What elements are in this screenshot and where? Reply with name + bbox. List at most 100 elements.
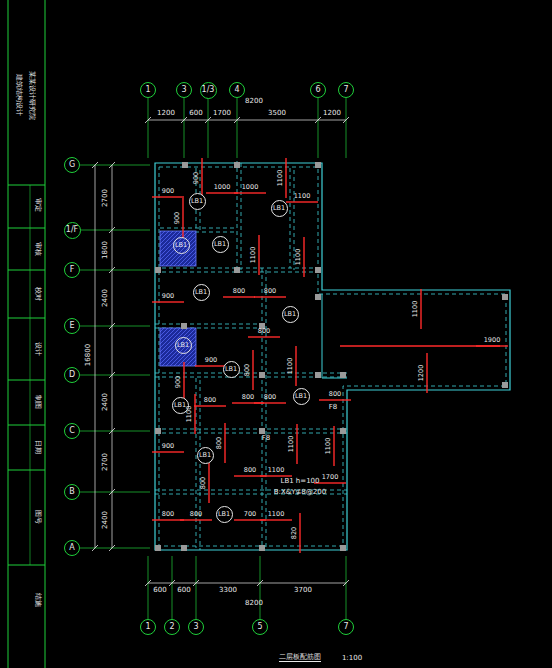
rebar-line [248, 336, 280, 337]
axis-label: 3 [193, 623, 198, 631]
beam-tag: F8 [262, 435, 270, 442]
wall-outline [155, 163, 510, 550]
axis-line [237, 98, 238, 158]
slab-label: LB1 [225, 366, 237, 373]
dimension: 600 [189, 110, 202, 117]
rebar-line [299, 513, 300, 553]
dimension: 3500 [268, 110, 286, 117]
slab-tag: LB1 [175, 337, 192, 354]
dimension-tick [343, 117, 349, 123]
axis-bubble: 7 [338, 82, 354, 98]
rebar-line [183, 362, 184, 402]
axis-line [148, 98, 149, 158]
rebar-length: 1100 [325, 438, 332, 455]
axis-line [208, 98, 209, 158]
rebar-length: 900 [174, 212, 181, 224]
rebar-line [223, 296, 255, 297]
dimension: 16800 [85, 344, 92, 366]
axis-line [80, 492, 150, 493]
rebar-length: 800 [204, 397, 216, 404]
slab-label: LB1 [214, 241, 226, 248]
beam-line [262, 268, 263, 548]
dimension: 3300 [219, 587, 237, 594]
axis-line [80, 165, 150, 166]
axis-label: G [69, 161, 75, 169]
beam-line [160, 228, 237, 229]
dimension-tick [257, 580, 263, 586]
rebar-line [333, 426, 334, 466]
rebar-length: 900 [175, 376, 182, 388]
dimension: 2700 [102, 189, 109, 207]
dimension-tick [193, 580, 199, 586]
frame-line [8, 185, 45, 186]
rebar-length: 800 [233, 288, 245, 295]
rebar-line [194, 394, 195, 434]
axis-bubble: F [64, 262, 80, 278]
column [315, 372, 321, 378]
rebar-length: 800 [329, 391, 341, 398]
slab-label: LB1 [191, 198, 203, 205]
dimension: 1200 [157, 110, 175, 117]
rebar-line [180, 519, 212, 520]
dimension: 8200 [245, 98, 263, 105]
title-block: 审核 [34, 242, 41, 256]
axis-label: C [69, 427, 75, 435]
rebar-length: 900 [193, 172, 200, 184]
title-block: 审定 [34, 198, 41, 212]
rebar-line [258, 235, 259, 275]
rebar-line [285, 158, 286, 198]
axis-label: 1/3 [202, 86, 215, 94]
beam-line [290, 168, 291, 268]
dimension-tick [109, 372, 115, 378]
rebar-line [296, 424, 297, 464]
frame-line [8, 565, 45, 566]
axis-bubble: 3 [188, 619, 204, 635]
frame-line [8, 270, 45, 271]
slab-tag: LB1 [223, 361, 240, 378]
rebar-length: 800 [216, 437, 223, 449]
column [340, 372, 346, 378]
rebar-line [319, 399, 351, 400]
axis-line [80, 270, 150, 271]
rebar-line [152, 196, 184, 197]
rebar-line [252, 350, 253, 390]
rebar-line [208, 463, 209, 503]
slab-tag: LB1 [173, 237, 190, 254]
dimension-tick [109, 227, 115, 233]
rebar-length: 820 [291, 527, 298, 539]
rebar-length: 1100 [287, 358, 294, 375]
dimension: 600 [177, 587, 190, 594]
dimension: 2700 [102, 453, 109, 471]
axis-bubble: 6 [310, 82, 326, 98]
rebar-line [295, 346, 296, 386]
rebar-line [426, 353, 427, 393]
rebar-line [182, 198, 183, 238]
wall-line [322, 294, 323, 378]
axis-label: 3 [181, 86, 186, 94]
column [155, 545, 161, 551]
axis-line [260, 556, 261, 619]
axis-bubble: E [64, 318, 80, 334]
rebar-length: 1700 [322, 474, 339, 481]
rebar-length: 1100 [295, 249, 302, 266]
rebar-line [194, 405, 226, 406]
rebar-line [340, 345, 500, 346]
column [259, 428, 265, 434]
axis-label: 6 [315, 86, 320, 94]
beam-line [266, 270, 267, 550]
rebar-line [206, 192, 238, 193]
frame-line [8, 470, 45, 471]
axis-bubble: 7 [338, 619, 354, 635]
rebar-length: 800 [264, 394, 276, 401]
dimension-line [95, 165, 96, 548]
column [234, 267, 240, 273]
rebar-length: 800 [242, 394, 254, 401]
axis-bubble: 1 [140, 619, 156, 635]
rebar-line [303, 237, 304, 277]
axis-label: 1/F [66, 226, 78, 234]
wall-inner [159, 167, 506, 546]
title-block: 日期 [34, 440, 41, 454]
column [502, 382, 508, 388]
axis-line [172, 556, 173, 619]
rebar-length: 1100 [268, 511, 285, 518]
